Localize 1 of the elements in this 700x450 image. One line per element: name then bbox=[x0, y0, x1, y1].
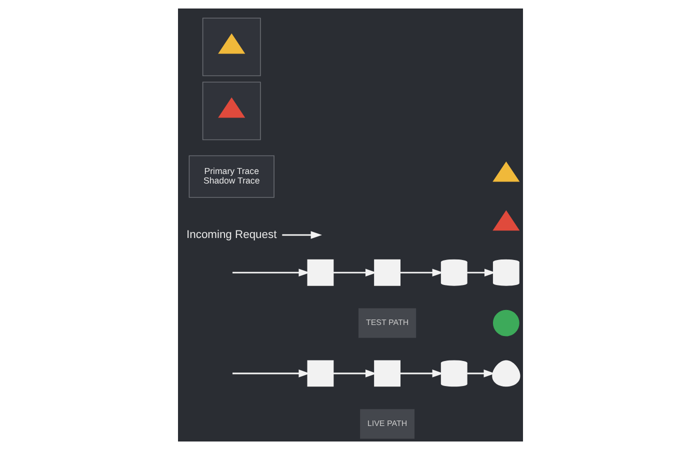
node-text: Incoming Request bbox=[186, 228, 276, 241]
